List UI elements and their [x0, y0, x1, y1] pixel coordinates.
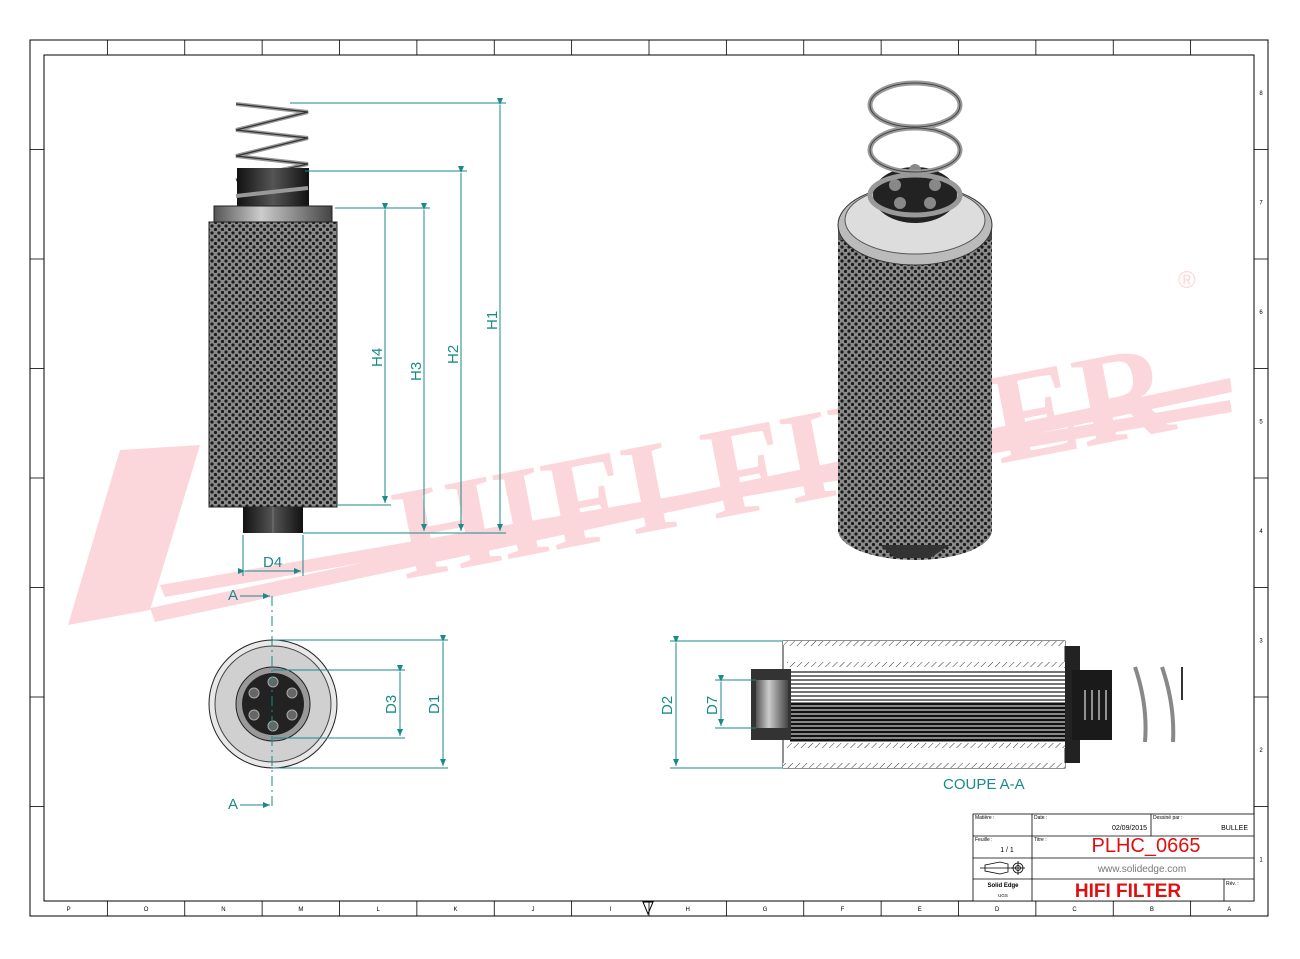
zone-label: 4 [1259, 529, 1263, 535]
section-view [751, 640, 1183, 769]
watermark-text: HIFI FILTER [383, 316, 1184, 608]
zone-label: D [995, 907, 1000, 913]
title-label: Titre : [1034, 837, 1047, 843]
date-value: 02/09/2015 [1112, 825, 1147, 832]
dim-h4: H4 [369, 348, 386, 367]
bottom-dimensions [273, 635, 448, 769]
dim-d2: D2 [659, 696, 676, 715]
zone-label: G [763, 907, 768, 913]
zone-label: B [1150, 907, 1154, 913]
zone-label: 3 [1259, 638, 1263, 644]
front-dimensions [238, 98, 506, 576]
right-zone-labels: 8 7 6 5 4 3 2 1 [1259, 91, 1263, 864]
bottom-view [208, 593, 338, 808]
website: www.solidedge.com [1097, 864, 1186, 875]
zone-label: I [609, 907, 611, 913]
watermark-registered: ® [1178, 267, 1196, 294]
zone-label: 6 [1259, 310, 1263, 316]
rev-label: Rév. : [1226, 881, 1239, 887]
dim-d4: D4 [263, 554, 282, 571]
zone-label: H [686, 907, 690, 913]
section-title: COUPE A-A [943, 776, 1025, 793]
zone-label: 2 [1259, 748, 1263, 754]
material-label: Matière : [975, 815, 994, 821]
zone-label: C [1072, 907, 1077, 913]
front-view [208, 102, 338, 533]
company-name: HIFI FILTER [1075, 881, 1182, 902]
date-label: Date : [1034, 815, 1047, 821]
zone-label: 8 [1259, 91, 1263, 97]
sheet-value: 1 / 1 [1000, 847, 1014, 854]
software-name: Solid Edge [987, 883, 1019, 889]
zone-label: A [1227, 907, 1231, 913]
pleat-lines [790, 671, 1065, 742]
title-block [972, 813, 1255, 902]
projection-symbol-icon [980, 861, 1025, 875]
center-mark-icon [642, 901, 654, 916]
zone-label: 7 [1259, 200, 1263, 206]
isometric-view [837, 80, 993, 560]
dim-d3: D3 [383, 695, 400, 714]
drawn-by-value: BULLEE [1221, 825, 1248, 832]
zone-label: K [454, 907, 458, 913]
dim-h1: H1 [484, 311, 501, 330]
zone-label: P [67, 907, 71, 913]
dim-h2: H2 [445, 345, 462, 364]
zone-label: E [918, 907, 922, 913]
dim-d1: D1 [426, 695, 443, 714]
section-mark-bottom: A [228, 796, 238, 813]
software-sub: UGS [998, 893, 1008, 898]
zone-label: N [221, 907, 225, 913]
zone-label: M [298, 907, 303, 913]
zone-label: O [144, 907, 149, 913]
dim-h3: H3 [408, 362, 425, 381]
sheet-label: Feuille : [975, 837, 993, 843]
drawn-by-label: Dessiné par : [1153, 815, 1182, 821]
zone-label: L [377, 907, 381, 913]
zone-label: 5 [1259, 419, 1263, 425]
section-mark-top: A [228, 587, 238, 604]
zone-label: J [531, 907, 534, 913]
drawing-title: PLHC_0665 [1092, 835, 1201, 857]
zone-label: 1 [1259, 857, 1263, 863]
dim-d7: D7 [704, 696, 721, 715]
section-dimensions [670, 636, 783, 769]
zone-label: F [841, 907, 845, 913]
zone-ticks [30, 40, 1268, 916]
